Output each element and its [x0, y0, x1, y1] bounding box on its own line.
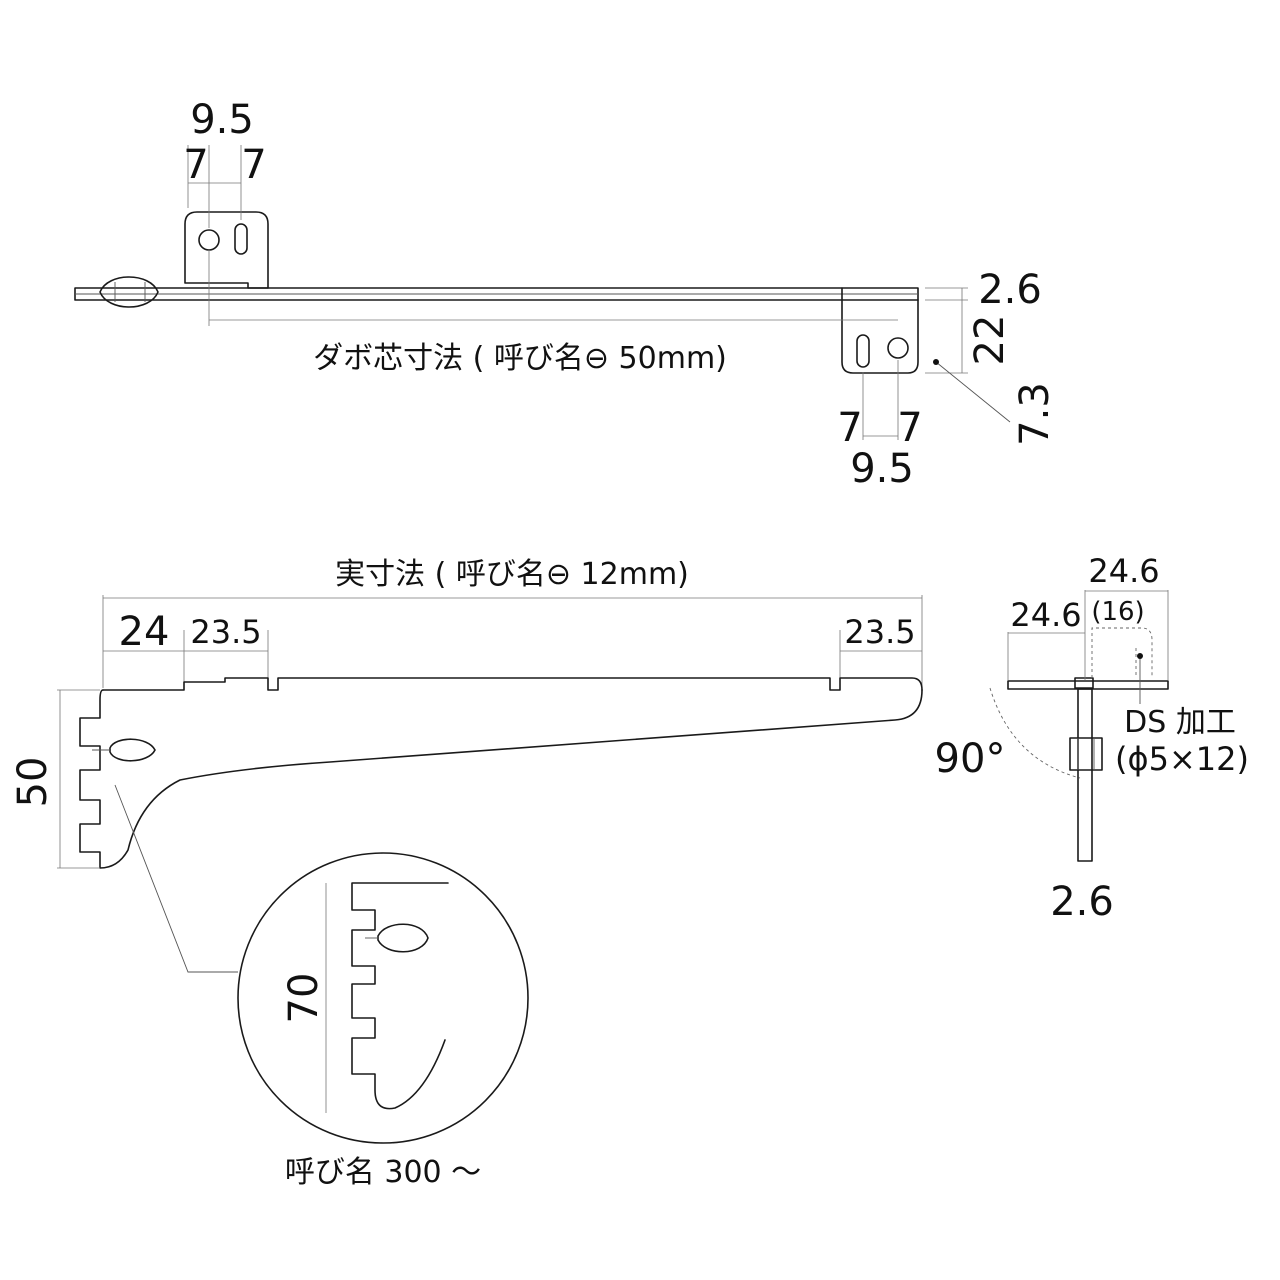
- detail-caption: 呼び名 300 ～: [285, 1155, 481, 1190]
- offset-dim: 7.3: [1012, 382, 1058, 446]
- left-tab-dim-right: 7: [241, 142, 266, 188]
- side-pin: [109, 738, 156, 762]
- angle-arc: [989, 687, 1081, 779]
- right-tab-dim-left: 7: [837, 405, 862, 451]
- pin-center-label: ダボ芯寸法 ( 呼び名⊖ 50mm): [313, 341, 727, 376]
- bracket-top-edge: [102, 677, 923, 691]
- right-tab: [841, 287, 919, 374]
- ds-pin: [1069, 737, 1103, 771]
- process-label: DS 加工: [1124, 705, 1236, 740]
- right-tab-round-hole: [887, 337, 909, 359]
- offset-leader-dot: [933, 359, 939, 365]
- height-dim: 50: [10, 757, 56, 808]
- hidden-outline: [1091, 627, 1153, 678]
- dim-paren: (16): [1091, 597, 1144, 627]
- left-tab-round-hole: [198, 229, 220, 251]
- left-tab-dim-left: 7: [183, 142, 208, 188]
- left-screw-cap: [99, 276, 159, 308]
- dim-left-tab: 23.5: [190, 613, 261, 651]
- thickness-dim: 2.6: [978, 267, 1042, 313]
- right-tab-dim-total: 9.5: [850, 446, 914, 492]
- detail-leader: [114, 784, 238, 973]
- dim-inner: 24.6: [1010, 596, 1081, 634]
- detail-slot-profile: [351, 882, 449, 1110]
- dim-outer: 24.6: [1088, 552, 1159, 590]
- dim-left: 24: [119, 609, 170, 655]
- detail-height-dim: 70: [281, 973, 327, 1024]
- height-dim: 22: [967, 315, 1013, 366]
- detail-view: 70 呼び名 300 ～: [237, 852, 529, 1190]
- dim-right-tab: 23.5: [844, 613, 915, 651]
- angle-label: 90°: [935, 736, 1006, 782]
- real-size-label: 実寸法 ( 呼び名⊖ 12mm): [335, 557, 689, 592]
- left-tab-dim-total: 9.5: [190, 97, 254, 143]
- side-view: 実寸法 ( 呼び名⊖ 12mm) 24 23.5 23.5 50: [10, 557, 923, 973]
- offset-leader: [935, 361, 1011, 423]
- end-thickness-dim: 2.6: [1050, 879, 1114, 925]
- process-spec: (ϕ5×12): [1115, 740, 1249, 778]
- bracket-body: [79, 689, 923, 869]
- detail-pin: [377, 923, 429, 953]
- right-tab-slot: [856, 334, 870, 368]
- end-web: [1077, 688, 1093, 862]
- left-tab: [184, 211, 269, 289]
- detail-circle: [237, 852, 529, 1144]
- left-tab-slot: [234, 223, 248, 255]
- top-view: 9.5 7 7 7 7 9.5 2.6 22 7.3 ダボ芯寸法 ( 呼び名⊖ …: [74, 97, 1058, 492]
- right-tab-dim-right: 7: [897, 405, 922, 451]
- end-view: 24.6 24.6 (16) DS 加工 (ϕ5×12) 90° 2.6: [935, 552, 1249, 925]
